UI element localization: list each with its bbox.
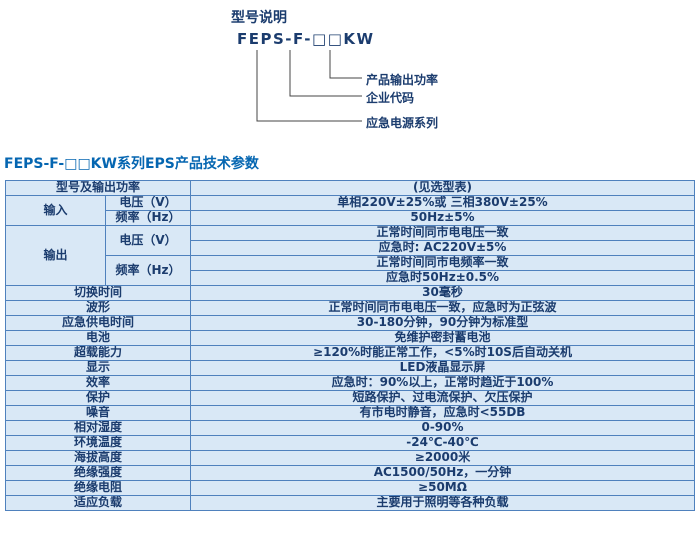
spec-value-cell: ≥50MΩ	[190, 480, 695, 496]
spec-label-cell: 波形	[4, 300, 192, 316]
spec-label-cell: 电压（V）	[104, 225, 192, 256]
spec-label-cell: 电压（V）	[104, 195, 192, 211]
spec-label-cell: 应急供电时间	[4, 315, 192, 331]
spec-value-cell: 30-180分钟，90分钟为标准型	[190, 315, 695, 331]
spec-label-cell: 海拔高度	[4, 450, 192, 466]
spec-label-cell: 电池	[4, 330, 192, 346]
spec-value-cell: 正常时间同市电电压一致，应急时为正弦波	[190, 300, 695, 316]
spec-value-cell: 正常时间同市电频率一致	[190, 255, 695, 271]
spec-label-cell: 型号及输出功率	[4, 180, 192, 196]
spec-label-cell: 输出	[5, 225, 106, 286]
model-code-text: FEPS-F-□□KW	[237, 30, 375, 48]
spec-value-cell: 应急时：90%以上，正常时趋近于100%	[190, 375, 695, 391]
spec-value-cell: 免维护密封蓄电池	[190, 330, 695, 346]
spec-value-cell: AC1500/50Hz，一分钟	[190, 465, 695, 481]
table-row: 效率应急时：90%以上，正常时趋近于100%	[4, 375, 695, 391]
spec-value-cell: 短路保护、过电流保护、欠压保护	[190, 390, 695, 406]
spec-value-cell: 0-90%	[190, 420, 695, 436]
table-row: 波形正常时间同市电电压一致，应急时为正弦波	[4, 300, 695, 316]
table-row: 输出电压（V）正常时间同市电电压一致	[5, 225, 695, 286]
table-row: 应急时: AC220V±5%	[6, 240, 695, 256]
model-diagram-lines	[256, 50, 362, 122]
table-row: 噪音有市电时静音，应急时<55DB	[4, 405, 695, 421]
spec-label-cell: 适应负载	[4, 495, 192, 511]
model-description-title: 型号说明	[231, 10, 287, 26]
spec-value-cell: ≥2000米	[190, 450, 695, 466]
spec-label-cell: 效率	[4, 375, 192, 391]
spec-label-cell: 输入	[5, 195, 106, 226]
table-row: 输入电压（V）单相220V±25%或 三相380V±25%	[5, 195, 695, 226]
spec-table: 型号及输出功率(见选型表)输入电压（V）单相220V±25%或 三相380V±2…	[4, 180, 695, 511]
diagram-label-output-power: 产品输出功率	[366, 73, 439, 87]
table-row: 绝缘电阻≥50MΩ	[4, 480, 695, 496]
table-row: 频率（Hz）50Hz±5%	[6, 210, 695, 226]
spec-value-cell: 应急时50Hz±0.5%	[190, 270, 695, 286]
spec-label-cell: 相对湿度	[4, 420, 192, 436]
spec-value-cell: 单相220V±25%或 三相380V±25%	[190, 195, 695, 211]
spec-label-cell: 切换时间	[4, 285, 192, 301]
table-row: 频率（Hz）正常时间同市电频率一致	[6, 255, 695, 286]
diagram-label-enterprise-code: 企业代码	[366, 91, 415, 105]
spec-value-cell: 应急时: AC220V±5%	[190, 240, 695, 256]
table-row: 应急时50Hz±0.5%	[6, 270, 695, 286]
spec-label-cell: 环境温度	[4, 435, 192, 451]
spec-value-cell: 主要用于照明等各种负载	[190, 495, 695, 511]
spec-label-cell: 保护	[4, 390, 192, 406]
spec-label-cell: 噪音	[4, 405, 192, 421]
spec-label-cell: 绝缘强度	[4, 465, 192, 481]
table-row: 保护短路保护、过电流保护、欠压保护	[4, 390, 695, 406]
table-row: 适应负载主要用于照明等各种负载	[4, 495, 695, 511]
table-row: 型号及输出功率(见选型表)	[4, 180, 695, 196]
spec-value-cell: -24℃-40℃	[190, 435, 695, 451]
spec-label-cell: 超载能力	[4, 345, 192, 361]
spec-label-cell: 频率（Hz）	[104, 255, 192, 286]
table-row: 电池免维护密封蓄电池	[4, 330, 695, 346]
section-heading: FEPS-F-□□KW系列EPS产品技术参数	[4, 156, 259, 172]
table-row: 海拔高度≥2000米	[4, 450, 695, 466]
spec-label-cell: 绝缘电阻	[4, 480, 192, 496]
spec-value-cell: 50Hz±5%	[190, 210, 695, 226]
spec-value-cell: ≥120%时能正常工作，<5%时10S后自动关机	[190, 345, 695, 361]
spec-label-cell: 显示	[4, 360, 192, 376]
table-row: 环境温度-24℃-40℃	[4, 435, 695, 451]
table-row: 超载能力≥120%时能正常工作，<5%时10S后自动关机	[4, 345, 695, 361]
spec-value-cell: 正常时间同市电电压一致	[190, 225, 695, 241]
spec-value-cell: 30毫秒	[190, 285, 695, 301]
spec-value-cell: 有市电时静音，应急时<55DB	[190, 405, 695, 421]
spec-value-cell: (见选型表)	[190, 180, 695, 196]
diagram-label-eps-series: 应急电源系列	[366, 116, 439, 130]
spec-table-body: 型号及输出功率(见选型表)输入电压（V）单相220V±25%或 三相380V±2…	[4, 180, 695, 511]
spec-label-cell: 频率（Hz）	[104, 210, 192, 226]
spec-value-cell: LED液晶显示屏	[190, 360, 695, 376]
